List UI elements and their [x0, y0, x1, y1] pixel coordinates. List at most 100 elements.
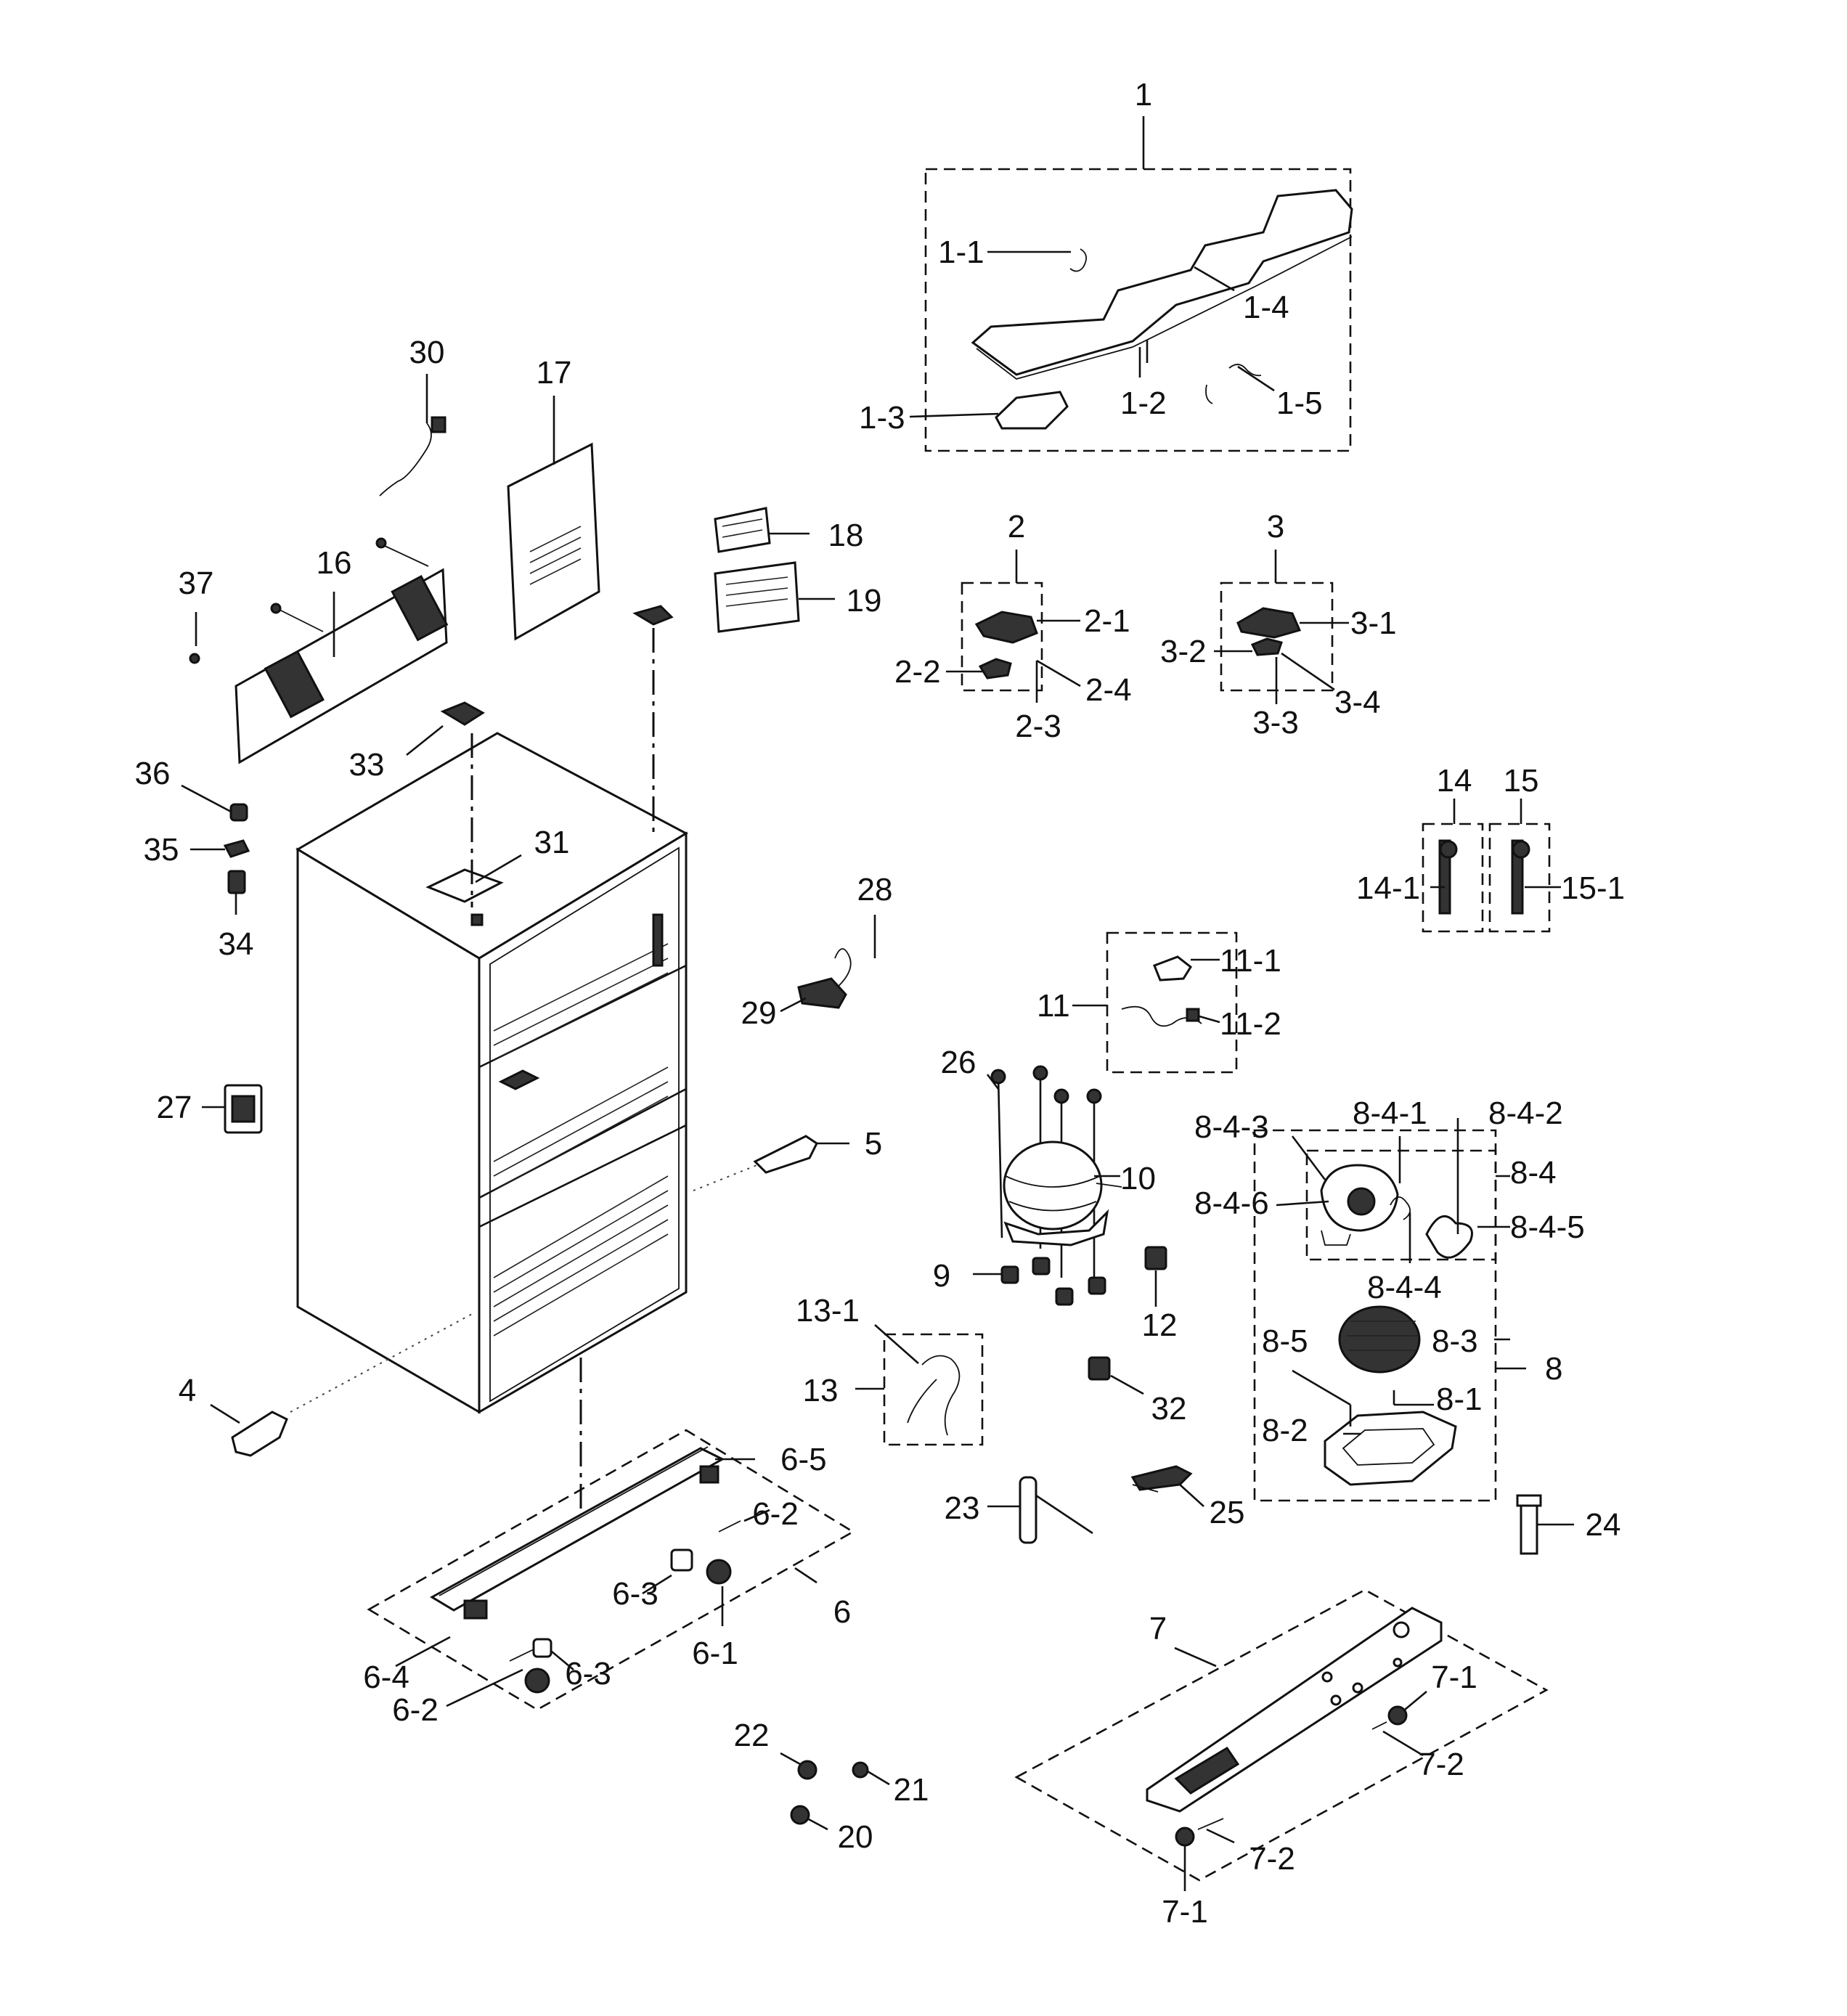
callout-17: 17: [537, 355, 572, 391]
group-8-box: [1253, 1129, 1497, 1502]
part-23-25: 23 25: [945, 1465, 1244, 1544]
hinge-2-1: [974, 611, 1038, 644]
part-35: [223, 839, 250, 858]
group-11-box: [1106, 931, 1238, 1074]
callout-37: 37: [179, 566, 214, 601]
callout-3-1: 3-1: [1350, 605, 1397, 641]
callout-8-1: 8-1: [1436, 1382, 1483, 1417]
part-36: [229, 803, 248, 822]
grommet-9: [1000, 1265, 1019, 1284]
callout-8-4-5: 8-4-5: [1510, 1209, 1585, 1245]
callout-1-2: 1-2: [1120, 385, 1167, 421]
hinge-3-2: [1250, 637, 1283, 656]
part-32: 32: [1088, 1356, 1187, 1427]
callout-34: 34: [219, 926, 254, 962]
group-2-hinge-assembly: 2 2-1 2-2 2-4 2-3: [894, 509, 1132, 744]
callout-6: 6: [833, 1594, 851, 1630]
callout-5: 5: [865, 1126, 882, 1162]
group-3-hinge-assembly: 3 3-1 3-2 3-4 3-3: [1160, 509, 1397, 740]
part-17-cover: 17: [507, 355, 600, 641]
callout-6-2-b: 6-2: [392, 1692, 439, 1728]
callout-4: 4: [179, 1373, 196, 1408]
part-27: 27: [157, 1084, 263, 1134]
part-23-body: [1019, 1476, 1037, 1544]
group-1-box: [924, 168, 1352, 452]
cover-bracket: [995, 391, 1069, 430]
group-11-parts: 11-1 11-2 11: [1037, 931, 1281, 1074]
group-2-box: [961, 581, 1043, 692]
part-25-body: [1130, 1465, 1193, 1491]
assembly-guide-lines: [290, 628, 767, 1510]
part-30-cord: 30: [379, 335, 447, 497]
callout-24: 24: [1586, 1507, 1621, 1543]
group-7-bottom-plate: 7 7-1 7-2 7-2 7-1: [1014, 1588, 1549, 1930]
callout-31: 31: [534, 825, 570, 860]
hinge-3-1: [1236, 607, 1302, 639]
part-5: 5: [753, 1126, 882, 1174]
callout-15-1: 15-1: [1561, 870, 1625, 906]
callout-32: 32: [1151, 1391, 1187, 1427]
group-13-box: [883, 1333, 984, 1446]
callout-13-1: 13-1: [796, 1293, 860, 1329]
callout-8: 8: [1545, 1351, 1562, 1387]
callout-7-2-b: 7-2: [1249, 1841, 1295, 1877]
callout-28: 28: [857, 872, 893, 907]
part-12: 12: [1142, 1246, 1178, 1343]
part-28-29: 28 29: [741, 872, 893, 1031]
callout-30: 30: [409, 335, 445, 370]
callout-6-1: 6-1: [692, 1636, 738, 1671]
group-6-base-assembly: 6-5 6-2 6-3 6 6-1 6-4 6-3 6-2: [363, 1429, 855, 1728]
callout-8-4-2: 8-4-2: [1488, 1095, 1563, 1131]
callout-23: 23: [945, 1490, 980, 1526]
callout-18: 18: [828, 518, 864, 553]
callout-29: 29: [741, 995, 777, 1031]
group-8-fan-assembly: 8-4-3 8-4-1 8-4-2 8-4 8-4-6 8-4-5 8-4-4 …: [1194, 1095, 1585, 1502]
callout-1-1: 1-1: [938, 234, 984, 270]
part-24-body: [1520, 1500, 1538, 1555]
callout-7: 7: [1149, 1611, 1167, 1646]
part-14-1: [1438, 839, 1451, 915]
callout-8-4-1: 8-4-1: [1353, 1095, 1427, 1131]
part-34: [227, 870, 246, 894]
cabinet-front: [478, 831, 688, 1414]
board-18: [714, 507, 771, 553]
callout-11: 11: [1037, 988, 1070, 1024]
part-24: 24: [1516, 1494, 1621, 1555]
part-18-19-boards: 18 19: [714, 507, 882, 633]
callout-6-4: 6-4: [363, 1660, 409, 1695]
callout-8-4-3: 8-4-3: [1194, 1109, 1269, 1145]
callout-13: 13: [803, 1373, 839, 1408]
callout-12: 12: [1142, 1307, 1178, 1343]
part-4: 4: [179, 1373, 288, 1457]
compressor: [1003, 1140, 1103, 1231]
part-15-1: [1511, 839, 1524, 915]
callout-26: 26: [941, 1045, 976, 1080]
group-15-box: [1488, 823, 1551, 933]
callout-1: 1: [1135, 77, 1152, 113]
callout-11-1: 11-1: [1220, 943, 1281, 979]
callout-7-2-a: 7-2: [1418, 1747, 1464, 1782]
callout-10: 10: [1120, 1161, 1156, 1196]
parts-20-21-22: 22 21 20: [734, 1718, 929, 1855]
hinge-2-2: [978, 658, 1012, 680]
callout-14-1: 14-1: [1356, 870, 1420, 906]
callout-3-2: 3-2: [1160, 634, 1207, 669]
callout-6-5: 6-5: [780, 1442, 827, 1477]
callout-3-3: 3-3: [1252, 705, 1299, 740]
part-11-1: [1153, 955, 1192, 982]
parts-34-35-36: 36 35 34: [135, 756, 254, 962]
part-33: 33: [349, 701, 485, 783]
callout-35: 35: [144, 832, 179, 868]
group-14-15-parts: 14 15 14-1 15-1: [1356, 763, 1625, 933]
group-8-4-box: [1305, 1149, 1497, 1261]
callout-2: 2: [1008, 509, 1025, 544]
callout-14: 14: [1437, 763, 1472, 799]
callout-16: 16: [317, 545, 352, 581]
group-13-parts: 13-1 13: [796, 1293, 984, 1446]
callout-8-4-6: 8-4-6: [1194, 1185, 1269, 1221]
callout-1-5: 1-5: [1276, 385, 1323, 421]
top-cover-plate: [971, 189, 1353, 376]
callout-19: 19: [847, 583, 882, 619]
part-4-body: [231, 1411, 288, 1457]
